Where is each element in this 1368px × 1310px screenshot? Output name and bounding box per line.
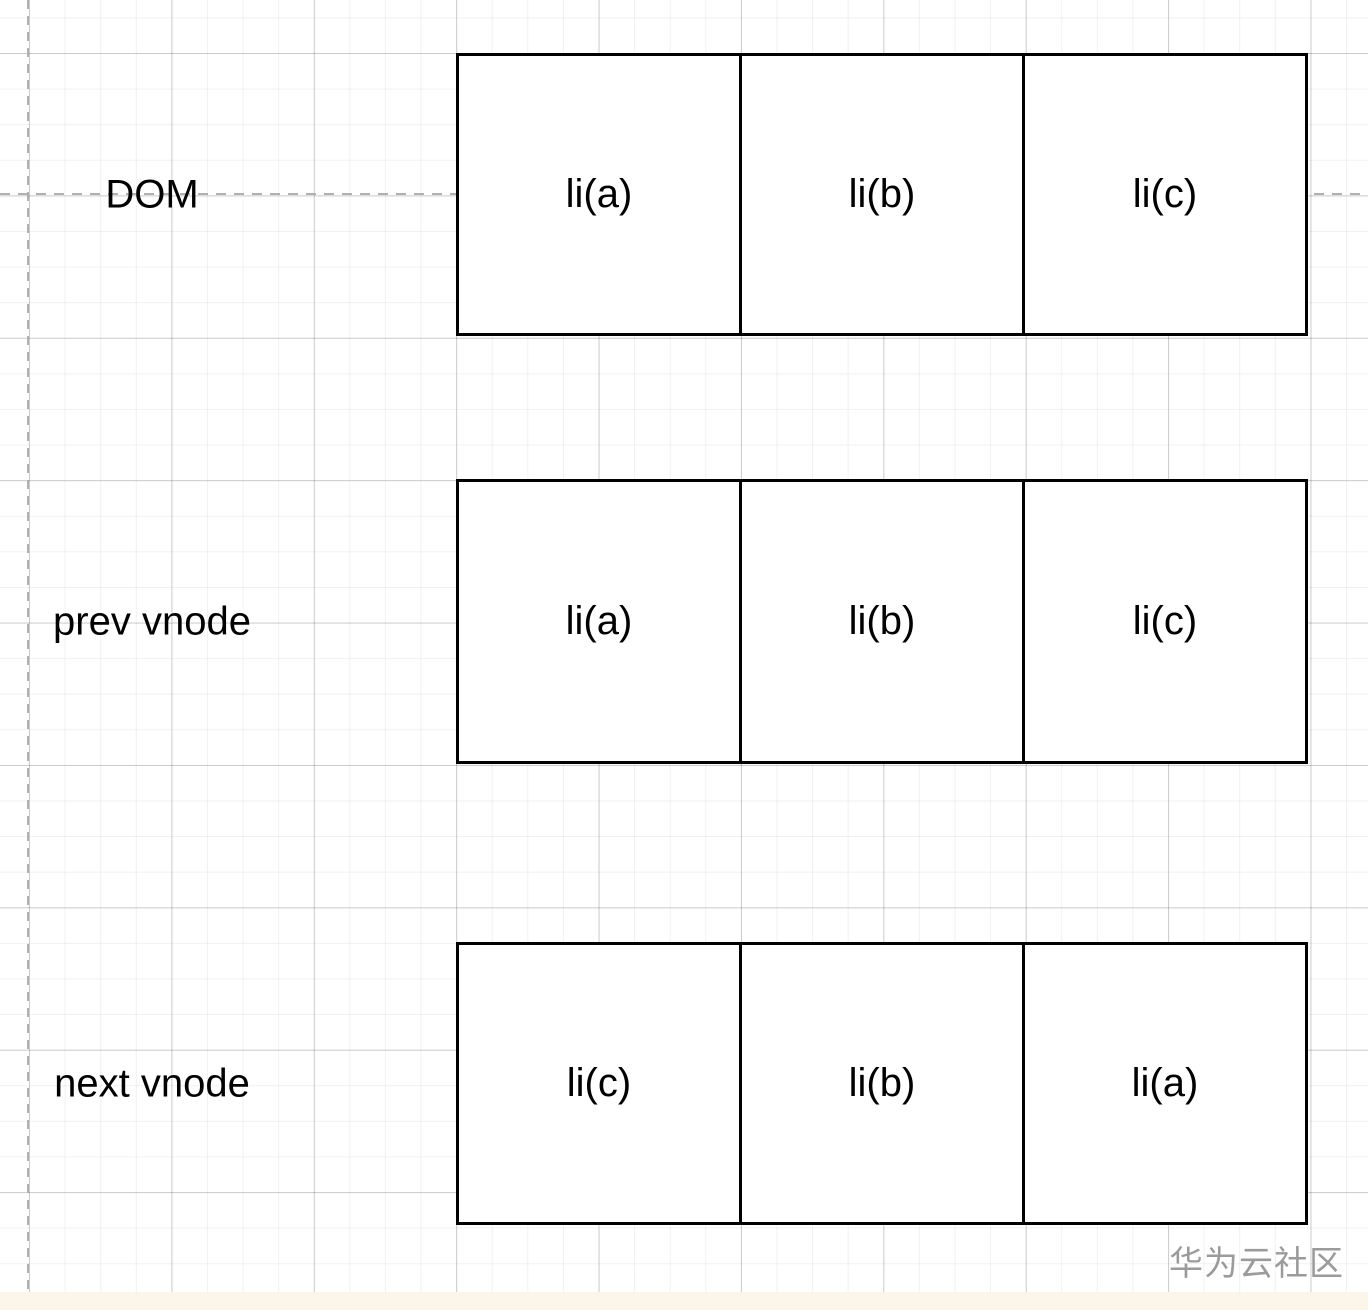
prev-vnode-box-3: li(c) <box>1022 479 1308 764</box>
dom-node-box-1: li(a) <box>456 53 742 336</box>
prev-vnode-box-2: li(b) <box>739 479 1025 764</box>
dom-row-label: DOM <box>105 172 199 216</box>
prev-vnode-box-1: li(a) <box>456 479 742 764</box>
dom-node-list: li(a) li(b) li(c) <box>456 53 1308 336</box>
next-vnode-box-1-text: li(c) <box>566 1061 632 1105</box>
next-vnode-row-label: next vnode <box>54 1061 250 1105</box>
prev-vnode-row: prev vnode li(a) li(b) li(c) <box>0 479 1368 764</box>
next-vnode-box-3-text: li(a) <box>1131 1061 1199 1105</box>
dom-node-box-1-text: li(a) <box>565 172 633 216</box>
next-vnode-box-2-text: li(b) <box>848 1061 916 1105</box>
prev-vnode-box-2-text: li(b) <box>848 599 916 643</box>
prev-vnode-box-1-text: li(a) <box>565 599 633 643</box>
prev-vnode-node-list: li(a) li(b) li(c) <box>456 479 1308 764</box>
next-vnode-row: next vnode li(c) li(b) li(a) <box>0 942 1368 1225</box>
prev-vnode-box-3-text: li(c) <box>1132 599 1198 643</box>
page-bottom-strip <box>0 1292 1368 1310</box>
dom-node-box-3-text: li(c) <box>1132 172 1198 216</box>
dom-node-box-2: li(b) <box>739 53 1025 336</box>
dom-node-box-3: li(c) <box>1022 53 1308 336</box>
next-vnode-box-2: li(b) <box>739 942 1025 1225</box>
dom-row: DOM li(a) li(b) li(c) <box>0 53 1368 336</box>
next-vnode-box-3: li(a) <box>1022 942 1308 1225</box>
page-guide-vertical-dashed-line <box>27 0 29 1292</box>
huawei-cloud-community-watermark: 华为云社区 <box>1169 1245 1344 1283</box>
next-vnode-box-1: li(c) <box>456 942 742 1225</box>
next-vnode-node-list: li(c) li(b) li(a) <box>456 942 1308 1225</box>
dom-node-box-2-text: li(b) <box>848 172 916 216</box>
prev-vnode-row-label: prev vnode <box>53 599 251 643</box>
